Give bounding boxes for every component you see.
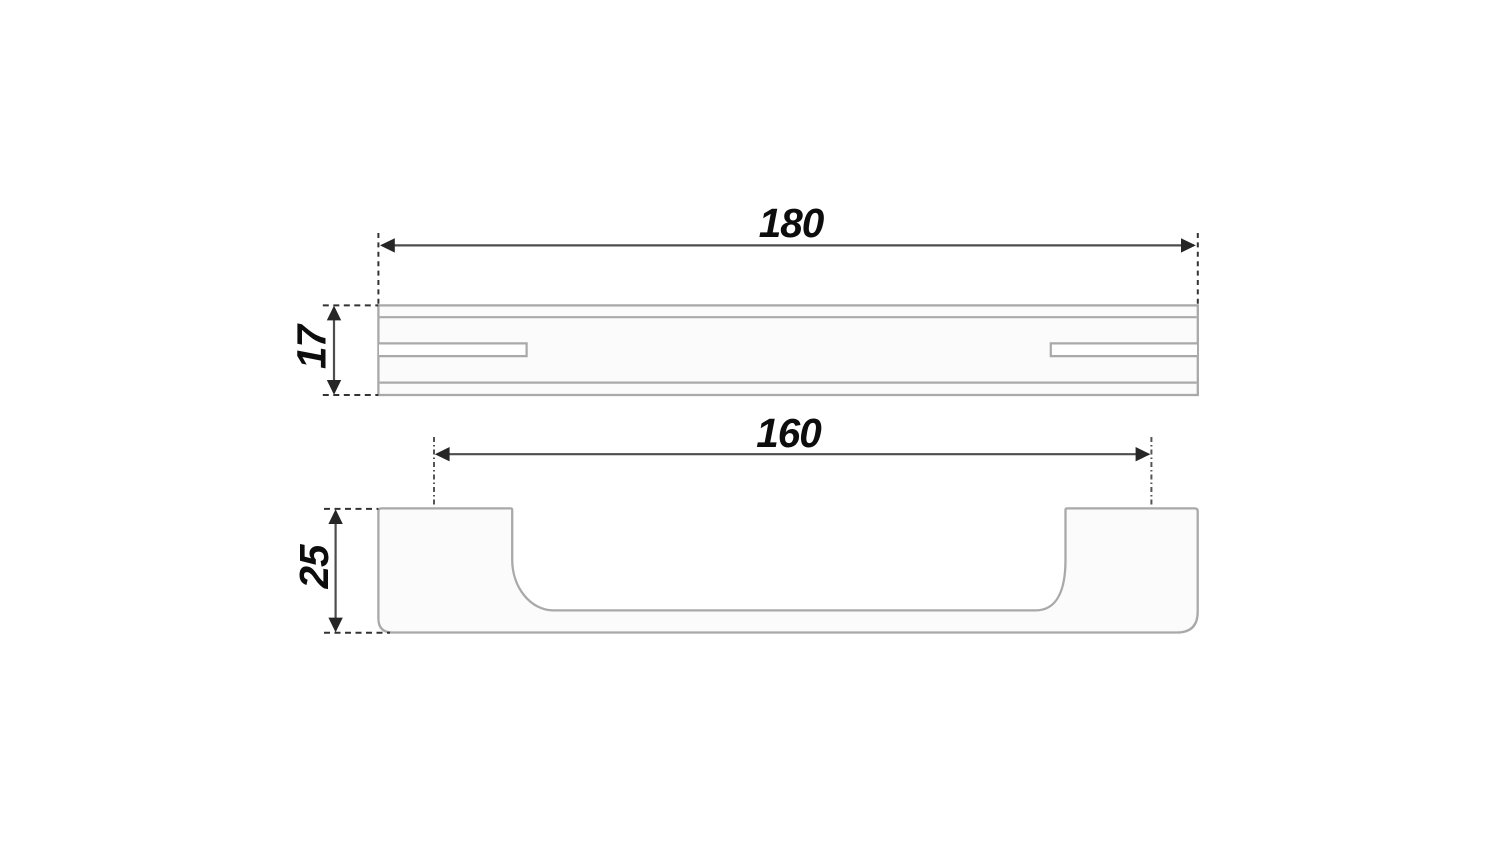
svg-text:17: 17 <box>289 323 335 370</box>
svg-text:25: 25 <box>291 544 337 590</box>
svg-text:160: 160 <box>756 410 822 456</box>
svg-text:180: 180 <box>759 200 825 246</box>
